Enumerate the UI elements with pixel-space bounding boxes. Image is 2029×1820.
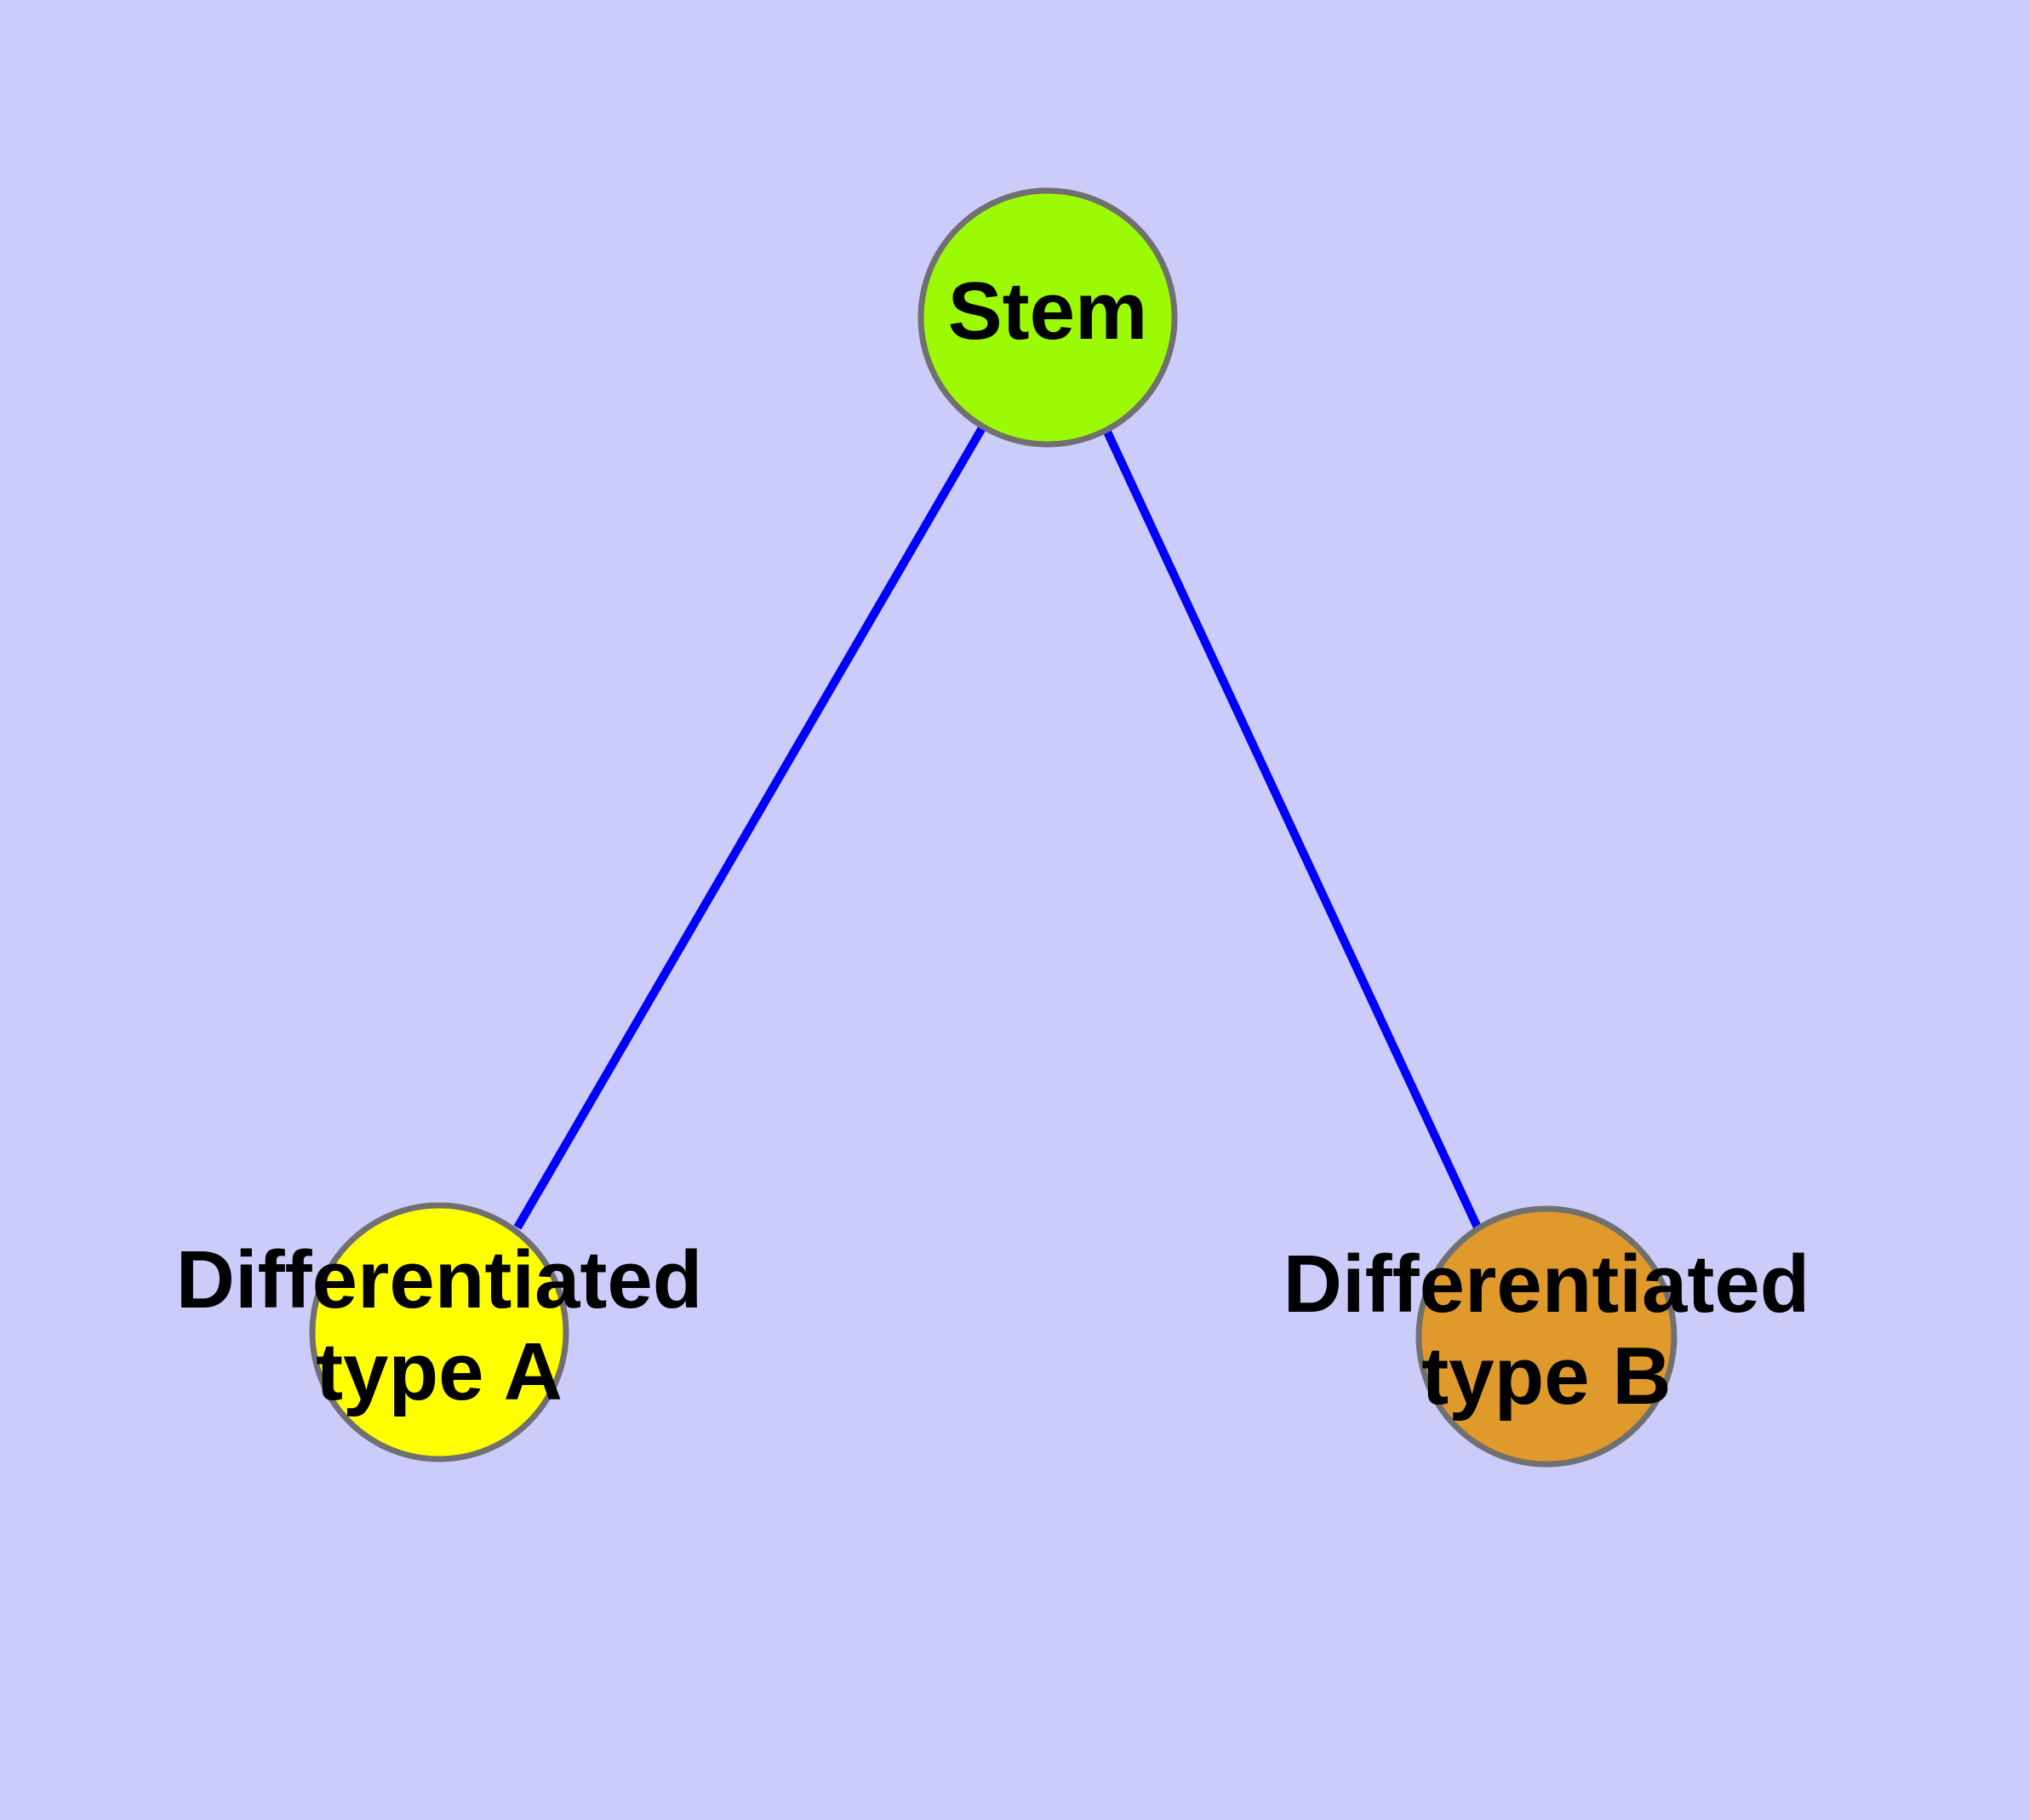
edge-stem-to-diff-b[interactable] (1102, 427, 1483, 1232)
node-label-stem: Stem (948, 266, 1148, 357)
edge-stem-to-diff-a[interactable] (513, 424, 987, 1230)
node-diff_b[interactable] (1415, 1205, 1677, 1468)
node-stem[interactable] (917, 187, 1178, 448)
node-label-line: type A (316, 1327, 563, 1418)
edges-group (513, 424, 1483, 1232)
node-diff_a[interactable] (309, 1202, 569, 1462)
node-label-line: Stem (948, 266, 1148, 357)
nodes-group (309, 187, 1677, 1468)
node-label-line: type B (1421, 1331, 1671, 1422)
node-label-line: Differentiated (1283, 1239, 1810, 1330)
node-label-line: Differentiated (176, 1234, 703, 1325)
